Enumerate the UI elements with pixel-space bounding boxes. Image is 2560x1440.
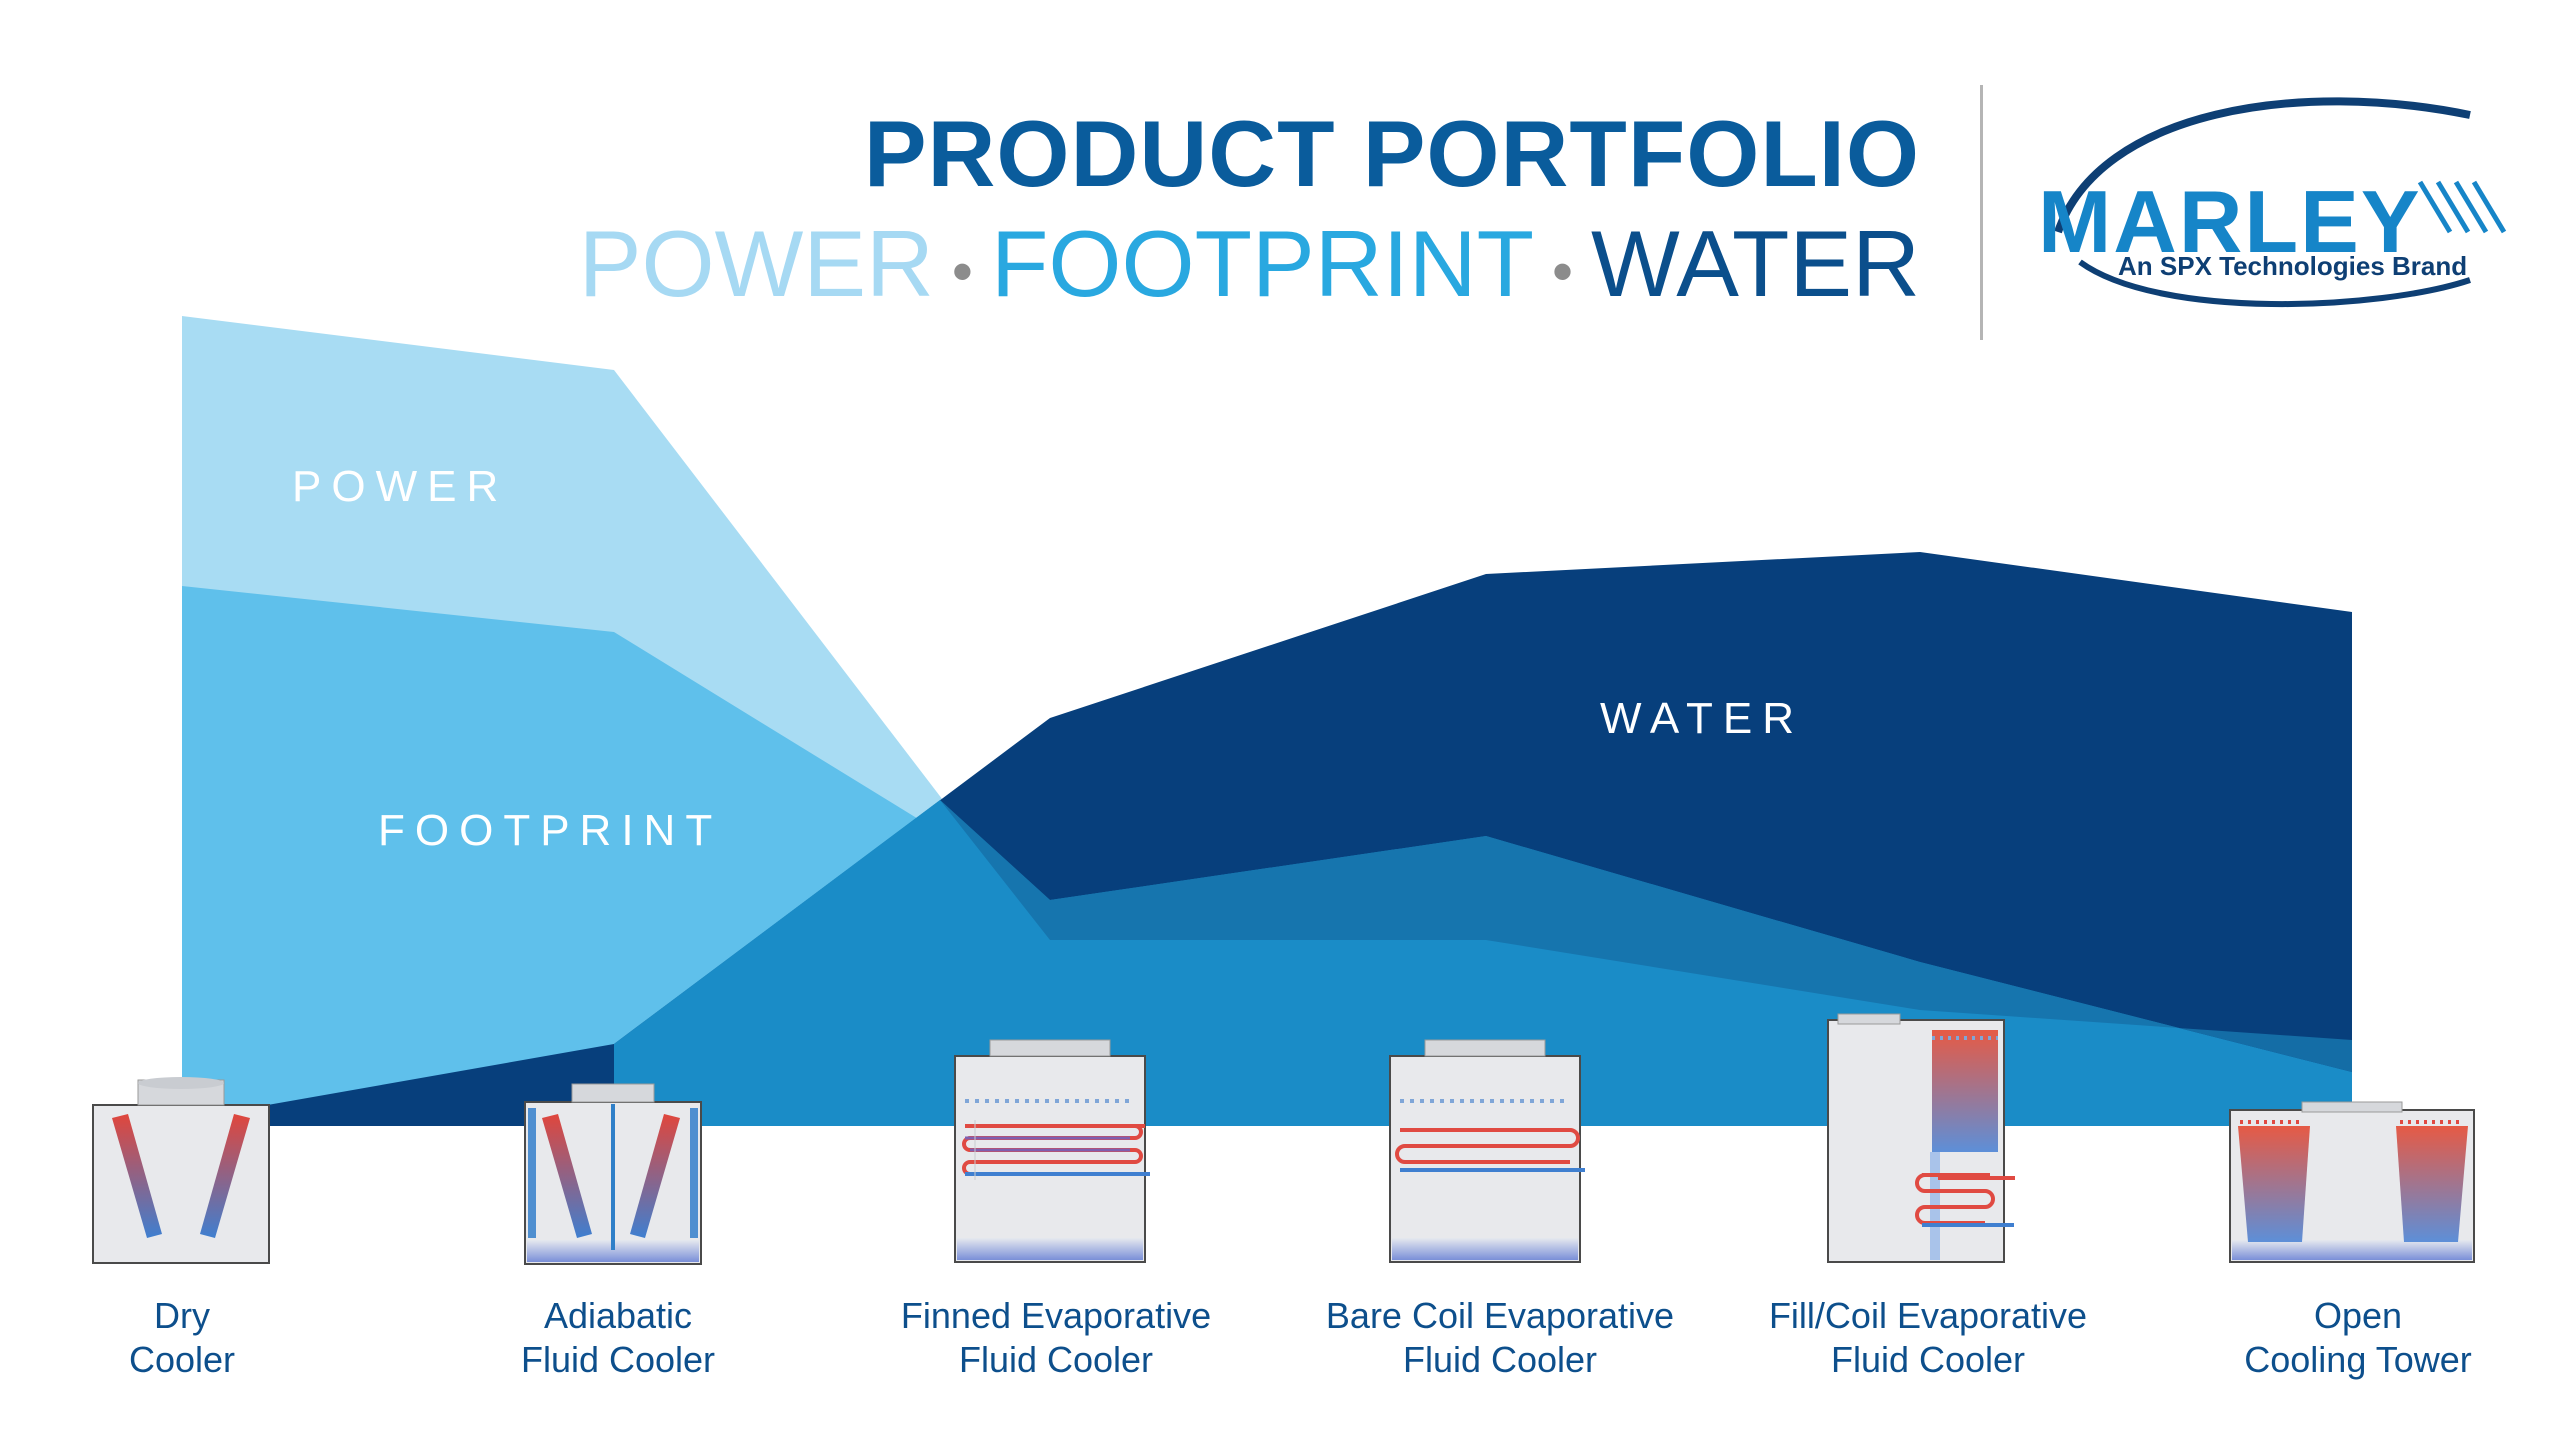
power-area-label: POWER	[292, 462, 509, 511]
subtitle-water: WATER	[1591, 211, 1920, 316]
product-name-line2: Fluid Cooler	[1830, 1339, 2026, 1380]
subtitle-footprint: FOOTPRINT	[990, 211, 1535, 316]
logo-tagline: An SPX Technologies Brand	[2118, 251, 2468, 281]
water-area-label: WATER	[1600, 694, 1804, 743]
separator-dot: •	[1552, 237, 1574, 305]
subtitle-power: POWER	[578, 211, 934, 316]
product-label-open-cooling-tower: Open Cooling Tower	[2168, 1294, 2548, 1382]
footprint-area-label: FOOTPRINT	[378, 806, 723, 855]
overlap-band	[940, 800, 2352, 1072]
product-name-line1: Bare Coil Evaporative	[1325, 1295, 1675, 1336]
marley-logo-mark	[2054, 97, 2507, 308]
page-subtitle: POWER•FOOTPRINT•WATER	[579, 210, 1920, 318]
product-name-line2: Cooler	[128, 1339, 236, 1380]
product-label-finned-evaporative: Finned Evaporative Fluid Cooler	[866, 1294, 1246, 1382]
product-name-line2: Fluid Cooler	[520, 1339, 716, 1380]
product-label-bare-coil-evaporative: Bare Coil Evaporative Fluid Cooler	[1310, 1294, 1690, 1382]
finned-evaporative-unit	[954, 1039, 1150, 1263]
product-name-line1: Finned Evaporative	[900, 1295, 1212, 1336]
product-name-line1: Dry	[154, 1295, 210, 1336]
adiabatic-fluid-cooler-unit	[524, 1083, 702, 1265]
fill-coil-evaporative-unit	[1827, 1013, 2015, 1263]
open-cooling-tower-unit	[2229, 1101, 2475, 1263]
product-name-line2: Fluid Cooler	[958, 1339, 1154, 1380]
product-label-adiabatic: Adiabatic Fluid Cooler	[428, 1294, 808, 1382]
product-name-line2: Fluid Cooler	[1402, 1339, 1598, 1380]
product-name-line1: Fill/Coil Evaporative	[1768, 1295, 2088, 1336]
product-label-dry-cooler: Dry Cooler	[0, 1294, 372, 1382]
logo-wordmark: MARLEY	[2038, 172, 2422, 271]
page-title: PRODUCT PORTFOLIO	[863, 101, 1920, 206]
header-divider	[1980, 85, 1983, 340]
product-name-line2: Cooling Tower	[2244, 1339, 2472, 1380]
product-label-fill-coil-evaporative: Fill/Coil Evaporative Fluid Cooler	[1738, 1294, 2118, 1382]
dry-cooler-unit	[92, 1077, 270, 1264]
product-name-line1: Open	[2313, 1295, 2403, 1336]
bare-coil-evaporative-unit	[1389, 1039, 1585, 1263]
separator-dot: •	[951, 237, 973, 305]
product-name-line1: Adiabatic	[543, 1295, 693, 1336]
marley-logo: MARLEY An SPX Technologies Brand	[2030, 125, 2490, 325]
